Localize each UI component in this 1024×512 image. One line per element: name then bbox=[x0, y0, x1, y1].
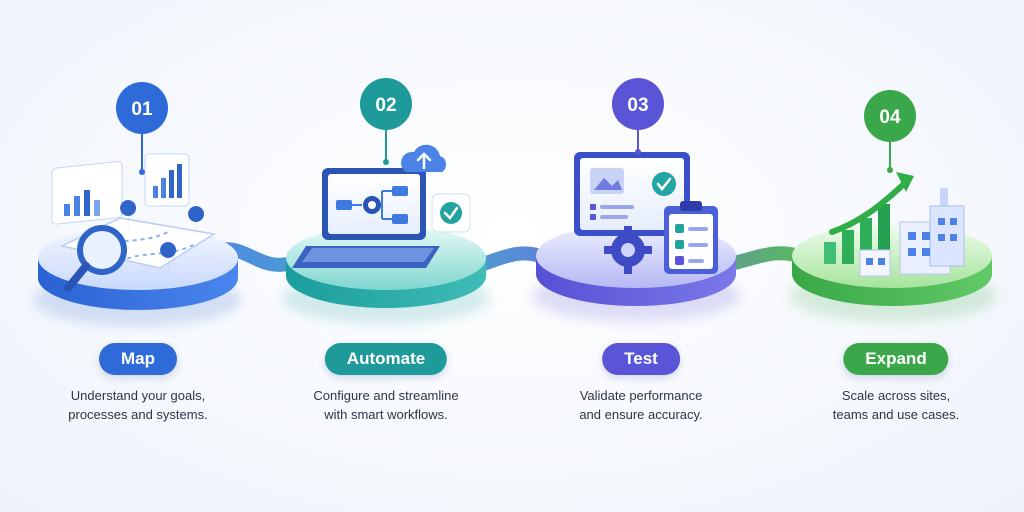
map-pin-icon bbox=[120, 200, 205, 278]
badge-number: 01 bbox=[131, 99, 153, 120]
number-badge-01: 01 bbox=[116, 82, 168, 175]
monitor-icon bbox=[574, 152, 690, 236]
check-card-icon bbox=[431, 193, 471, 233]
chart-panel-icon bbox=[51, 161, 123, 225]
cloud-upload-icon bbox=[401, 144, 447, 172]
step-map: Map Understand your goals, processes and… bbox=[10, 0, 266, 512]
number-badge-04: 04 bbox=[864, 90, 916, 173]
growth-arrow-icon bbox=[829, 172, 914, 235]
step-expand: Expand Scale across sites, teams and use… bbox=[768, 0, 1024, 512]
step-description: Configure and streamline with smart work… bbox=[258, 386, 514, 424]
platform-automate bbox=[282, 144, 490, 324]
badge-number: 03 bbox=[627, 95, 648, 116]
laptop-icon bbox=[292, 168, 440, 268]
step-description: Validate performance and ensure accuracy… bbox=[513, 386, 769, 424]
gear-icon bbox=[604, 226, 652, 274]
number-badge-03: 03 bbox=[612, 78, 664, 155]
step-description: Scale across sites, teams and use cases. bbox=[768, 386, 1024, 424]
magnifier-icon bbox=[64, 225, 127, 292]
badge-number: 02 bbox=[375, 95, 396, 116]
description-line: with smart workflows. bbox=[324, 407, 448, 422]
description-line: Validate performance bbox=[579, 388, 703, 403]
clipboard-icon bbox=[664, 201, 718, 274]
description-line: and ensure accuracy. bbox=[579, 407, 703, 422]
bar-chart-panel-icon bbox=[144, 153, 190, 207]
step-title: Test bbox=[602, 343, 680, 375]
badge-number: 04 bbox=[879, 107, 901, 128]
description-line: teams and use cases. bbox=[832, 407, 960, 422]
description-line: Configure and streamline bbox=[313, 388, 459, 403]
step-test: Test Validate performance and ensure acc… bbox=[513, 0, 769, 512]
platform-expand bbox=[788, 172, 996, 322]
step-automate: Automate Configure and streamline with s… bbox=[258, 0, 514, 512]
step-title: Expand bbox=[843, 343, 949, 375]
step-description: Understand your goals, processes and sys… bbox=[10, 386, 266, 424]
platform-test bbox=[532, 152, 740, 322]
step-title: Automate bbox=[324, 343, 448, 375]
description-line: Scale across sites, bbox=[841, 388, 951, 403]
buildings-icon bbox=[859, 188, 965, 277]
description-line: Understand your goals, bbox=[70, 388, 206, 403]
description-line: processes and systems. bbox=[68, 407, 208, 422]
platform-map bbox=[34, 153, 242, 326]
growth-bars-icon bbox=[824, 204, 890, 264]
step-title: Map bbox=[99, 343, 177, 375]
number-badge-02: 02 bbox=[360, 78, 412, 165]
